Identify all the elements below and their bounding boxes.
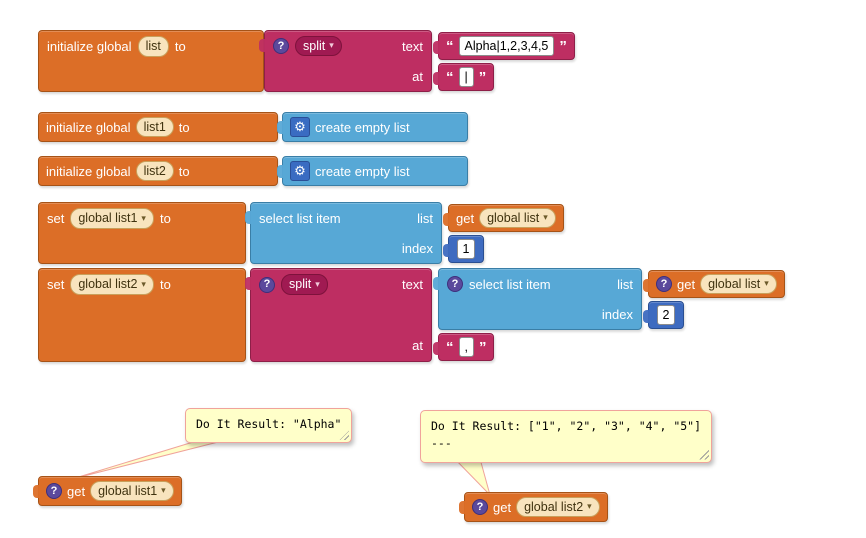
mutator-gear-icon[interactable]: ⚙ [290,161,310,181]
split-text-block[interactable]: ? split ▾ text at [259,30,432,92]
get-var-label: global list [487,210,540,225]
string-field[interactable]: | [458,66,474,88]
select-list-item-block[interactable]: ? select list item list index [433,268,642,330]
split-text-block[interactable]: ? split ▾ text at [245,268,432,362]
string-field[interactable]: , [458,336,474,358]
get-var-dropdown[interactable]: global list2 ▾ [516,496,600,518]
doit-result-bubble-list1[interactable]: Do It Result: "Alpha" [185,408,353,444]
set-label: set [47,211,65,226]
create-empty-list-label: create empty list [315,163,410,179]
index-socket-label: index [601,306,633,322]
open-quote: “ [446,37,454,55]
dropdown-arrow-icon: ▾ [543,212,548,223]
get-label: get [493,499,512,515]
dropdown-arrow-icon: ▾ [315,278,320,289]
set-var-label: global list2 [78,277,138,292]
get-var-label: global list2 [524,499,584,514]
create-empty-list-block[interactable]: ⚙ create empty list [277,156,468,186]
close-quote: ” [478,68,487,86]
set-var-label: global list1 [78,211,138,226]
get-label: get [456,210,475,226]
get-global-list2-block[interactable]: ? get global list2 ▾ [459,492,608,522]
split-op-label: split [289,277,312,292]
set-var-dropdown[interactable]: global list2 ▾ [70,274,154,295]
var-name-field-list2[interactable]: list2 [135,160,174,182]
number-block[interactable]: 1 [443,235,484,263]
get-global-list-block[interactable]: get global list ▾ [443,204,564,232]
text-string-block[interactable]: “ Alpha|1,2,3,4,5 ” [433,32,575,60]
get-var-label: global list [708,276,761,291]
init-global-list2-block[interactable]: initialize global list2 to [38,156,278,186]
index-socket-label: index [401,240,433,256]
create-empty-list-label: create empty list [315,119,410,135]
dropdown-arrow-icon: ▾ [161,485,166,496]
at-string-block[interactable]: “ | ” [432,63,495,91]
string-field[interactable]: Alpha|1,2,3,4,5 [458,35,555,57]
dropdown-arrow-icon: ▾ [329,40,334,51]
init-global-label: initialize global [46,119,131,135]
get-var-dropdown[interactable]: global list ▾ [479,207,556,229]
split-op-label: split [303,38,326,53]
get-global-list-block[interactable]: ? get global list ▾ [643,270,785,298]
at-socket-label: at [412,338,423,353]
to-label: to [178,119,190,135]
init-global-list1-block[interactable]: initialize global list1 to [38,112,278,142]
number-field[interactable]: 2 [656,304,676,326]
select-list-item-label: select list item [259,210,341,226]
get-global-list1-block[interactable]: ? get global list1 ▾ [33,476,182,506]
comment-question-icon[interactable]: ? [46,483,62,499]
var-name-field-list1[interactable]: list1 [135,116,174,138]
comment-question-icon[interactable]: ? [273,38,289,54]
comment-question-icon[interactable]: ? [656,276,672,292]
close-quote: ” [478,338,487,356]
split-op-dropdown[interactable]: split ▾ [281,274,328,295]
close-quote: ” [559,37,567,55]
list-socket-label: list [417,210,433,226]
init-global-label: initialize global [46,163,131,179]
init-global-list-block[interactable]: initialize global list to [38,30,264,92]
get-var-label: global list1 [98,483,158,498]
get-label: get [67,483,86,499]
to-label: to [178,163,190,179]
open-quote: “ [446,68,454,86]
set-global-list1-block[interactable]: set global list1 ▾ to [38,202,246,264]
set-global-list2-block[interactable]: set global list2 ▾ to [38,268,246,362]
doit-result-text-line1: Do It Result: ["1", "2", "3", "4", "5"] [431,419,702,433]
open-quote: “ [446,338,454,356]
at-socket-label: at [412,68,423,84]
bubble-resize-handle[interactable] [699,449,710,460]
comment-question-icon[interactable]: ? [259,276,275,293]
doit-result-bubble-list2[interactable]: Do It Result: ["1", "2", "3", "4", "5"] … [420,410,713,463]
get-var-dropdown[interactable]: global list ▾ [700,273,777,295]
to-label: to [174,39,186,54]
select-list-item-label: select list item [469,276,551,292]
doit-result-text-line2: --- [431,436,452,451]
to-label: to [159,211,171,226]
get-label: get [677,276,696,292]
set-label: set [47,277,65,292]
text-socket-label: text [402,277,423,292]
number-block[interactable]: 2 [643,301,684,329]
dropdown-arrow-icon: ▾ [141,212,146,223]
var-name-field-list[interactable]: list [137,36,169,57]
to-label: to [159,277,171,292]
dropdown-arrow-icon: ▾ [141,278,146,289]
comma-string-block[interactable]: “ , ” [432,333,495,361]
select-list-item-block[interactable]: select list item list index [245,202,442,264]
comment-question-icon[interactable]: ? [447,276,463,292]
list-socket-label: list [617,276,633,292]
dropdown-arrow-icon: ▾ [587,501,592,512]
bubble-resize-handle[interactable] [339,430,350,441]
set-var-dropdown[interactable]: global list1 ▾ [70,208,154,229]
comment-question-icon[interactable]: ? [472,499,488,515]
create-empty-list-block[interactable]: ⚙ create empty list [277,112,468,142]
text-socket-label: text [402,38,423,54]
get-var-dropdown[interactable]: global list1 ▾ [90,480,174,502]
number-field[interactable]: 1 [456,238,476,260]
mutator-gear-icon[interactable]: ⚙ [290,117,310,137]
split-op-dropdown[interactable]: split ▾ [295,35,342,57]
dropdown-arrow-icon: ▾ [764,278,769,289]
doit-result-text: Do It Result: "Alpha" [196,417,342,431]
init-global-label: initialize global [47,39,132,54]
